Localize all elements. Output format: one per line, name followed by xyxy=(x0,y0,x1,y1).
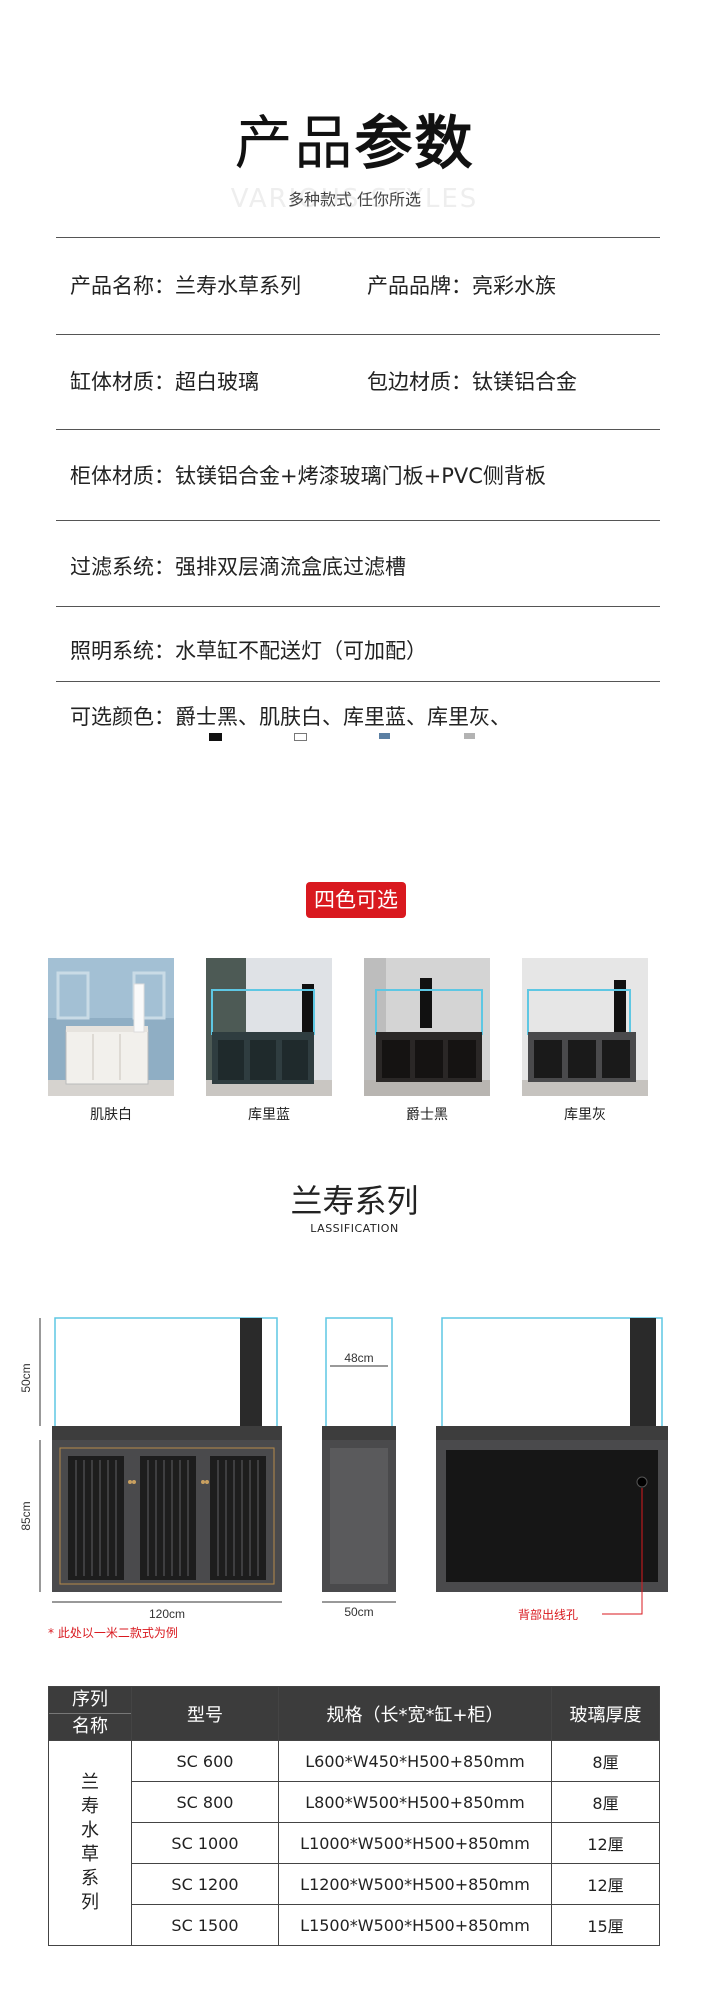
photo-caption-white: 肌肤白 xyxy=(90,1107,132,1123)
cell-spec: L600*W450*H500+850mm xyxy=(278,1740,552,1782)
header-spec: 规格（长*宽*缸+柜） xyxy=(278,1686,552,1741)
divider xyxy=(56,237,660,238)
side-view xyxy=(322,1317,396,1603)
param-trim-material: 包边材质：钛镁铝合金 xyxy=(367,370,577,394)
header-series: 序列 名称 xyxy=(48,1686,132,1741)
cell-glass: 8厘 xyxy=(551,1781,660,1823)
front-view xyxy=(39,1317,282,1603)
series-name-cell: 兰寿水草系列 xyxy=(48,1740,132,1946)
param-cabinet-material: 柜体材质：钛镁铝合金+烤漆玻璃门板+PVC侧背板 xyxy=(70,464,546,488)
swatch-white xyxy=(294,733,307,741)
param-colors: 可选颜色：爵士黑、肌肤白、库里蓝、库里灰、 xyxy=(70,705,511,729)
cell-glass: 8厘 xyxy=(551,1740,660,1782)
page-subtitle: 多种款式 任你所选 xyxy=(287,190,422,209)
four-colors-badge: 四色可选 xyxy=(306,882,406,918)
cell-model: SC 800 xyxy=(131,1781,279,1823)
divider xyxy=(56,334,660,335)
series-name-vertical: 兰寿水草系列 xyxy=(81,1772,99,1913)
cell-glass: 15厘 xyxy=(551,1904,660,1946)
product-photo-gray xyxy=(522,958,648,1096)
table-row: SC 1000 L1000*W500*H500+850mm 12厘 xyxy=(49,1822,660,1864)
watermark-text: VARIOUS STYLES xyxy=(230,184,479,214)
example-note: * 此处以一米二款式为例 xyxy=(48,1626,178,1640)
cell-spec: L1200*W500*H500+850mm xyxy=(278,1863,552,1905)
series-title: 兰寿系列 xyxy=(290,1182,419,1220)
param-filter: 过滤系统：强排双层滴流盒底过滤槽 xyxy=(70,555,406,579)
cell-model: SC 600 xyxy=(131,1740,279,1782)
label-back-hole: 背部出线孔 xyxy=(518,1607,578,1620)
divider xyxy=(56,681,660,682)
param-tank-material: 缸体材质：超白玻璃 xyxy=(70,370,259,394)
title-light: 产品 xyxy=(234,109,355,177)
header-series-top: 序列 xyxy=(49,1687,131,1714)
product-photo-white xyxy=(48,958,174,1096)
table-header-row: 序列 名称 型号 规格（长*宽*缸+柜） 玻璃厚度 xyxy=(48,1686,660,1741)
cell-spec: L800*W500*H500+850mm xyxy=(278,1781,552,1823)
table-row: SC 800 L800*W500*H500+850mm 8厘 xyxy=(49,1781,660,1823)
table-row: 兰寿水草系列 SC 600 L600*W450*H500+850mm 8厘 xyxy=(48,1740,660,1946)
divider xyxy=(56,429,660,430)
dimension-diagram: 50cm 85cm 120cm 48cm 50cm 背部出线孔 xyxy=(19,1317,668,1620)
spec-table: 序列 名称 型号 规格（长*宽*缸+柜） 玻璃厚度 兰寿水草系列 SC 600 … xyxy=(48,1686,660,1946)
photo-caption-blue: 库里蓝 xyxy=(248,1107,290,1123)
series-subtitle: LASSIFICATION xyxy=(310,1222,399,1235)
swatch-blue xyxy=(379,733,390,739)
header-series-bottom: 名称 xyxy=(72,1716,108,1737)
cell-glass: 12厘 xyxy=(551,1822,660,1864)
header-model: 型号 xyxy=(131,1686,279,1741)
cell-model: SC 1200 xyxy=(131,1863,279,1905)
photo-caption-black: 爵士黑 xyxy=(406,1107,448,1123)
label-depth-top: 48cm xyxy=(344,1351,373,1365)
title-bold: 参数 xyxy=(354,109,475,177)
product-photo-black xyxy=(364,958,490,1096)
table-row: SC 1500 L1500*W500*H500+850mm 15厘 xyxy=(49,1904,660,1946)
swatch-gray xyxy=(464,733,475,739)
cell-glass: 12厘 xyxy=(551,1863,660,1905)
label-height-cabinet: 85cm xyxy=(19,1501,33,1530)
header-glass: 玻璃厚度 xyxy=(551,1686,660,1741)
label-width-front: 120cm xyxy=(149,1607,185,1620)
divider xyxy=(56,520,660,521)
label-depth-bottom: 50cm xyxy=(344,1605,373,1619)
cell-spec: L1500*W500*H500+850mm xyxy=(278,1904,552,1946)
swatch-black xyxy=(209,733,222,741)
back-view xyxy=(436,1317,668,1615)
param-product-name: 产品名称：兰寿水草系列 xyxy=(70,274,301,298)
cell-model: SC 1000 xyxy=(131,1822,279,1864)
cell-model: SC 1500 xyxy=(131,1904,279,1946)
label-height-tank: 50cm xyxy=(19,1363,33,1392)
param-lighting: 照明系统：水草缸不配送灯（可加配） xyxy=(70,639,427,663)
table-row: SC 1200 L1200*W500*H500+850mm 12厘 xyxy=(49,1863,660,1905)
param-brand: 产品品牌：亮彩水族 xyxy=(367,274,556,298)
photo-caption-gray: 库里灰 xyxy=(564,1107,606,1123)
page-title: 产品参数 xyxy=(0,108,709,178)
product-photo-blue xyxy=(206,958,332,1096)
divider xyxy=(56,606,660,607)
cell-spec: L1000*W500*H500+850mm xyxy=(278,1822,552,1864)
